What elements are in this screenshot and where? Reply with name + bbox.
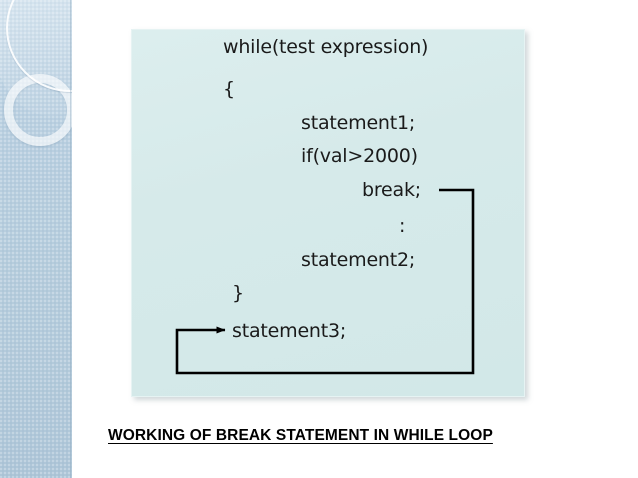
code-line-break: break; [362, 179, 421, 201]
code-box: while(test expression) { statement1; if(val… [131, 29, 525, 397]
code-line-close-brace: } [232, 282, 244, 304]
code-line-statement1: statement1; [301, 112, 416, 134]
code-line-statement3: statement3; [232, 320, 347, 342]
page-title: WORKING OF BREAK STATEMENT IN WHILE LOOP [108, 427, 493, 444]
decorative-sidebar [0, 0, 72, 478]
sidebar-edge-divider [70, 0, 72, 478]
code-line-open-brace: { [223, 78, 235, 100]
code-line-while: while(test expression) [223, 36, 429, 58]
code-line-statement2: statement2; [301, 249, 416, 271]
code-line-colon: : [399, 215, 406, 237]
code-line-if: if(val>2000) [301, 145, 418, 167]
